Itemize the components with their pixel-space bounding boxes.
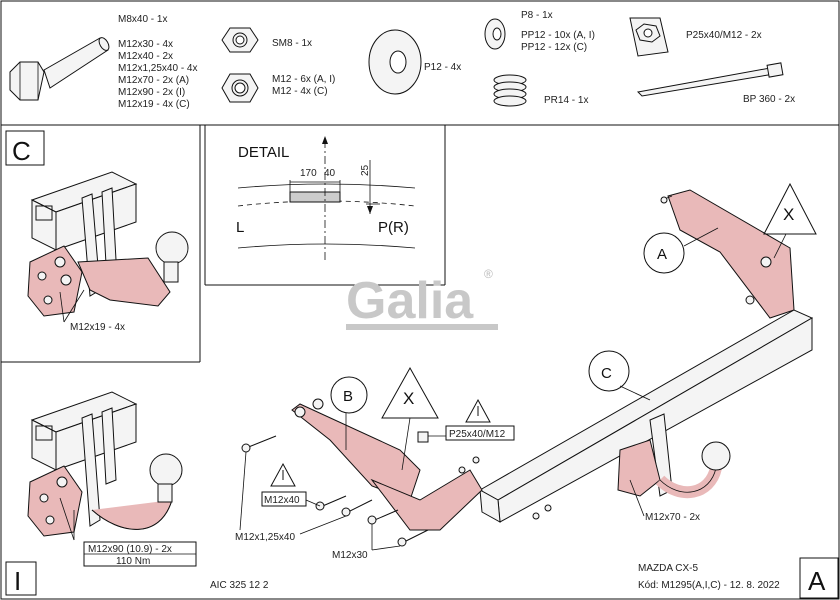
galia-logo-mark: ® (484, 267, 493, 281)
detail-plate (289, 191, 341, 203)
variant-i-box (5, 561, 37, 596)
footer-car: MAZDA CX-5 (638, 563, 698, 574)
warning-x-right-label: X (783, 205, 794, 224)
washer-pp12-label-1: PP12 - 10x (A, I) (521, 30, 595, 41)
cable-tie-icon (636, 62, 784, 97)
footer-code: AIC 325 12 2 (210, 580, 269, 591)
nut-m12-label-2: M12 - 4x (C) (272, 86, 328, 97)
detail-right-label: P(R) (378, 219, 409, 236)
bolt-list-2: M12x40 - 2x (118, 51, 173, 62)
detail-title: DETAIL (238, 144, 289, 161)
washer-p12-icon (368, 29, 422, 95)
washer-p8-label: P8 - 1x (521, 10, 553, 21)
galia-logo: Galia ® (346, 267, 498, 330)
plate-label-box (445, 425, 515, 441)
variant-c-hitch (27, 171, 189, 317)
warning-x-right (763, 182, 817, 259)
detail-left-label: L (236, 219, 244, 236)
footer-kod: Kód: M1295(A,I,C) - 12. 8. 2022 (638, 580, 780, 591)
variant-a-letter: A (808, 566, 826, 596)
warning-x-center (381, 366, 439, 471)
nut-sm8-icon (221, 27, 259, 53)
bolt-list-3: M12x1,25x40 - 4x (118, 63, 198, 74)
washer-p12-label: P12 - 4x (424, 62, 461, 73)
m12x40-label-box (261, 491, 307, 507)
side-bracket-a (660, 189, 795, 319)
variant-i-torque-label: 110 Nm (116, 556, 150, 567)
nut-sm8-label: SM8 - 1x (272, 38, 312, 49)
label-c: C (601, 365, 612, 382)
spring-label: PR14 - 1x (544, 95, 588, 106)
plate-label: P25x40/M12 - 2x (686, 30, 762, 41)
plate-nut-icon (629, 17, 669, 57)
label-b-circle (330, 376, 368, 414)
label-a-circle (643, 232, 685, 274)
washer-pp12-label-2: PP12 - 12x (C) (521, 42, 587, 53)
detail-dim-25: 25 (360, 164, 371, 176)
detail-drawing (237, 136, 416, 262)
nut-m12-icon (221, 73, 259, 103)
cable-tie-label: BP 360 - 2x (743, 94, 795, 105)
label-b: B (343, 388, 353, 405)
m12x40-label: M12x40 (264, 495, 300, 506)
bolt-list-5: M12x90 - 2x (I) (118, 87, 185, 98)
detail-dim-170: 170 (300, 168, 317, 179)
warning-icon-m12x40 (270, 462, 296, 487)
label-c-circle (588, 350, 630, 392)
bolt-list-4: M12x70 - 2x (A) (118, 75, 189, 86)
label-a: A (657, 246, 667, 263)
towball-a (617, 413, 731, 499)
m12x125x40-label: M12x1,25x40 (235, 532, 295, 543)
spring-icon (493, 74, 527, 107)
warning-icon-plate (465, 398, 491, 423)
variant-c-box (5, 130, 45, 166)
variant-c-letter: C (12, 136, 31, 166)
m12x30-label: M12x30 (332, 550, 368, 561)
bolt-icon (9, 37, 110, 101)
bolt-list-6: M12x19 - 4x (C) (118, 99, 190, 110)
warning-x-center-label: X (403, 389, 414, 408)
bolt-m8-label: M8x40 - 1x (118, 14, 167, 25)
bolt-list-1: M12x30 - 4x (118, 39, 173, 50)
washer-p8-icon (484, 18, 506, 50)
plate-label-main: P25x40/M12 (449, 429, 506, 440)
variant-i-bolt-label: M12x90 (10.9) - 2x (88, 544, 172, 555)
variant-i-letter: I (14, 566, 21, 596)
nut-m12-label-1: M12 - 6x (A, I) (272, 74, 335, 85)
side-bracket-b (291, 403, 483, 531)
m12x70-label: M12x70 - 2x (645, 512, 700, 523)
detail-dim-40: 40 (324, 168, 336, 179)
variant-i-hitch (27, 391, 183, 537)
variant-a-box (799, 557, 839, 599)
variant-c-bolt-label: M12x19 - 4x (70, 322, 125, 333)
galia-logo-text: Galia (346, 272, 474, 330)
